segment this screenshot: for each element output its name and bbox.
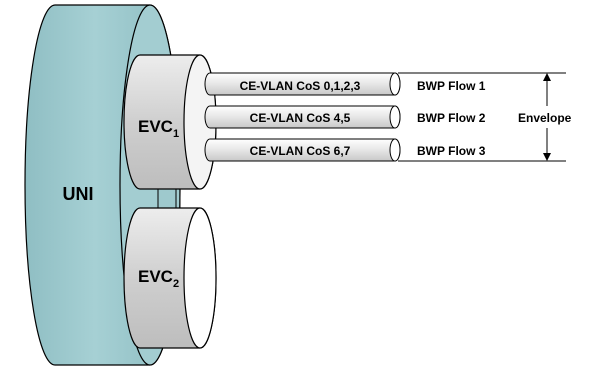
cos-pipe-3-label: CE-VLAN CoS 6,7	[250, 144, 351, 158]
cos-pipe-3	[204, 138, 401, 162]
flow-3-label: BWP Flow 3	[417, 144, 486, 158]
cos-pipe-2-label: CE-VLAN CoS 4,5	[250, 111, 351, 125]
cos-pipe-1-label: CE-VLAN CoS 0,1,2,3	[240, 79, 361, 93]
evc1-label: EVC1	[138, 117, 179, 140]
envelope-arrow	[543, 73, 551, 161]
evc2-label: EVC2	[138, 267, 179, 290]
envelope-label: Envelope	[518, 111, 572, 125]
evc2-cylinder	[123, 207, 217, 349]
cos-pipe-2	[204, 105, 401, 129]
arrow-up-icon	[543, 73, 551, 81]
cos-pipe-1	[204, 72, 401, 96]
flow-1-label: BWP Flow 1	[417, 79, 486, 93]
uni-label: UNI	[63, 184, 94, 204]
arrow-down-icon	[543, 153, 551, 161]
flow-2-label: BWP Flow 2	[417, 111, 486, 125]
